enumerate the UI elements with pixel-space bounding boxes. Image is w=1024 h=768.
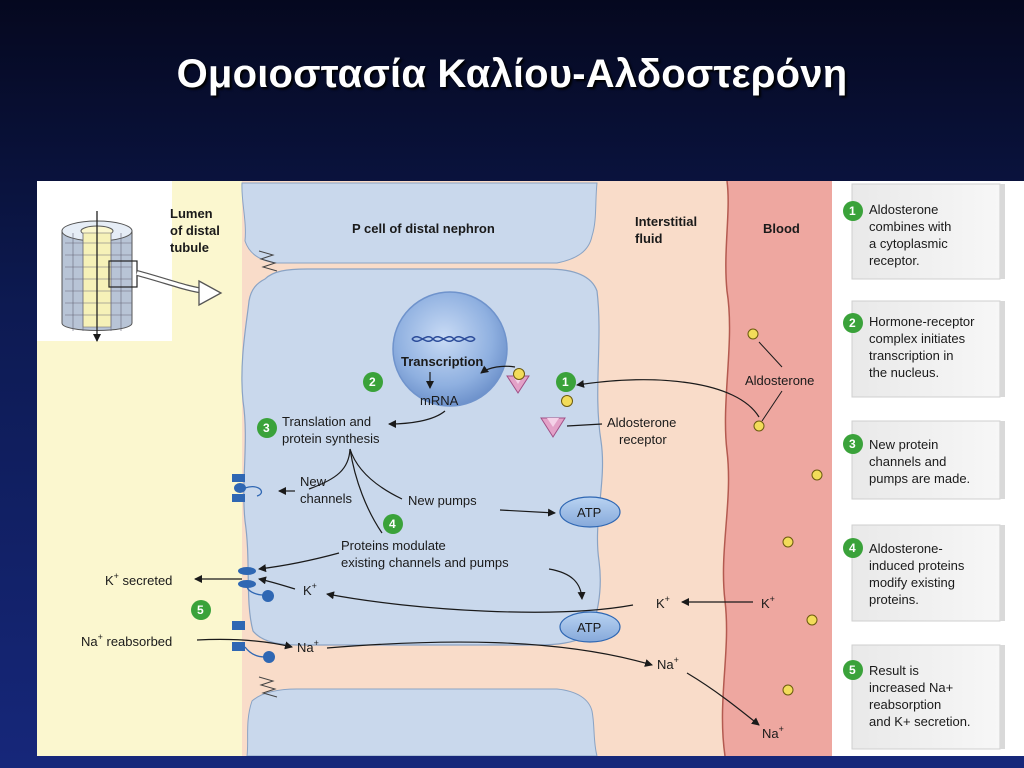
step-box-1: 1 Aldosterone combines with a cytoplasmi…: [843, 183, 1005, 280]
k-cell-label: K+: [303, 581, 317, 598]
aldosterone-label: Aldosterone: [745, 373, 814, 388]
svg-text:2: 2: [369, 375, 376, 389]
svg-text:Lumen: Lumen: [170, 206, 213, 221]
svg-text:Result is: Result is: [869, 663, 919, 678]
svg-text:transcription in: transcription in: [869, 348, 954, 363]
step-2-marker: [363, 372, 383, 392]
svg-text:a cytoplasmic: a cytoplasmic: [869, 236, 948, 251]
svg-text:combines with: combines with: [869, 219, 951, 234]
svg-text:Hormone-receptor: Hormone-receptor: [869, 314, 975, 329]
k-interstitial-label: K+: [656, 594, 670, 611]
translation-label-1: Translation and: [282, 414, 371, 429]
bound-aldosterone: [513, 368, 525, 380]
apical-channel-new: [232, 474, 262, 502]
svg-text:5: 5: [849, 663, 856, 677]
apical-k-channel: [238, 567, 274, 602]
mrna-label: mRNA: [420, 393, 459, 408]
modulate-label-2: existing channels and pumps: [341, 555, 509, 570]
svg-text:Aldosterone-: Aldosterone-: [869, 541, 943, 556]
svg-text:5: 5: [197, 603, 204, 617]
svg-text:and K+ secretion.: and K+ secretion.: [869, 714, 971, 729]
step-box-3: 3 New protein channels and pumps are mad…: [843, 420, 1005, 500]
atp-pump-existing: [559, 611, 621, 643]
svg-text:1: 1: [562, 375, 569, 389]
atp-top-label: ATP: [577, 505, 601, 520]
step-5-marker: [191, 600, 211, 620]
blood-region: [722, 181, 832, 756]
lumen-label-2: of distal: [170, 223, 220, 238]
svg-text:receptor.: receptor.: [869, 253, 920, 268]
apical-na-channel: [232, 621, 275, 663]
translation-label-2: protein synthesis: [282, 431, 380, 446]
transcription-label: Transcription: [401, 354, 483, 369]
svg-text:New protein: New protein: [869, 437, 938, 452]
figure-panel: Lumen of distal tubule P cell of distal …: [37, 181, 1024, 756]
na-interstitial-label: Na+: [657, 655, 679, 672]
step-3-marker: [257, 418, 277, 438]
k-secreted-label: K+ secreted: [105, 571, 172, 588]
receptor-label-2: receptor: [619, 432, 667, 447]
tubule-inset-icon: [61, 211, 223, 342]
slide-title: Ομοιοστασία Καλίου-Αλδοστερόνη: [176, 52, 848, 96]
atp-bottom-label: ATP: [577, 620, 601, 635]
na-blood-label: Na+: [762, 724, 784, 741]
svg-text:reabsorption: reabsorption: [869, 697, 941, 712]
new-pumps-label: New pumps: [408, 493, 477, 508]
svg-text:4: 4: [849, 541, 856, 555]
svg-text:3: 3: [263, 421, 270, 435]
step-box-5: 5 Result is increased Na+ reabsorption a…: [843, 644, 1005, 750]
lumen-label-3: tubule: [170, 240, 209, 255]
svg-text:complex initiates: complex initiates: [869, 331, 966, 346]
svg-text:2: 2: [849, 316, 856, 330]
svg-text:proteins.: proteins.: [869, 592, 919, 607]
svg-text:of distal: of distal: [170, 223, 220, 238]
svg-text:3: 3: [849, 437, 856, 451]
nucleus: [392, 291, 508, 407]
svg-text:the nucleus.: the nucleus.: [869, 365, 939, 380]
upper-cell: [241, 182, 598, 264]
svg-text:Aldosterone: Aldosterone: [869, 202, 938, 217]
lower-cell: [246, 688, 598, 756]
step-4-marker: [383, 514, 403, 534]
p-cell-label: P cell of distal nephron: [352, 221, 495, 236]
blood-label: Blood: [763, 221, 800, 236]
new-channels-label-1: New: [300, 474, 327, 489]
svg-text:channels and: channels and: [869, 454, 946, 469]
svg-text:increased Na+: increased Na+: [869, 680, 953, 695]
svg-text:modify existing: modify existing: [869, 575, 955, 590]
receptor-label-1: Aldosterone: [607, 415, 676, 430]
na-cell-label: Na+: [297, 638, 319, 655]
atp-pump-new: [559, 496, 621, 528]
step-box-2: 2 Hormone-receptor complex initiates tra…: [843, 300, 1005, 398]
nephron-diagram: Lumen of distal tubule P cell of distal …: [37, 181, 1005, 756]
step-1-marker: [556, 372, 576, 392]
na-reabsorbed-label: Na+ reabsorbed: [81, 632, 172, 649]
lumen-label-1: Lumen: [170, 206, 213, 221]
svg-text:induced proteins: induced proteins: [869, 558, 965, 573]
svg-text:4: 4: [389, 517, 396, 531]
svg-text:tubule: tubule: [170, 240, 209, 255]
blood-aldosterone-dots: [747, 328, 823, 696]
svg-text:1: 1: [849, 204, 856, 218]
new-channels-label-2: channels: [300, 491, 353, 506]
interstitial-label-1: Interstitial: [635, 214, 697, 229]
interstitial-label-2: fluid: [635, 231, 662, 246]
k-blood-label: K+: [761, 594, 775, 611]
aldosterone-molecule: [561, 395, 573, 407]
svg-text:pumps are made.: pumps are made.: [869, 471, 970, 486]
p-cell: [241, 268, 604, 646]
modulate-label-1: Proteins modulate: [341, 538, 446, 553]
step-box-4: 4 Aldosterone- induced proteins modify e…: [843, 524, 1005, 622]
